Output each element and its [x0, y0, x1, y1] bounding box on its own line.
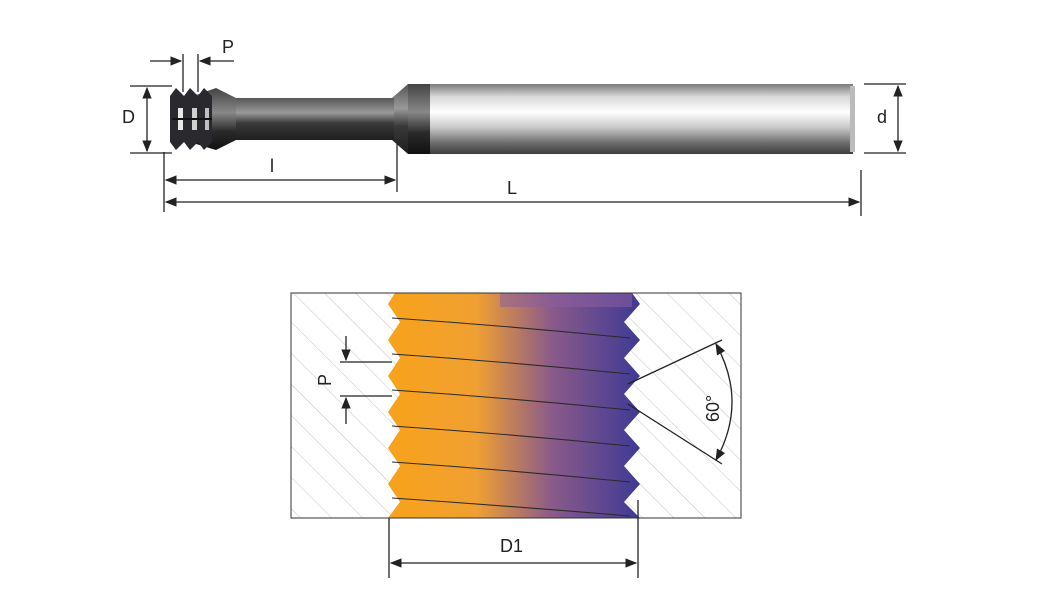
cutting-length-dimension	[163, 144, 398, 212]
tool-shank	[428, 84, 853, 154]
thread-mill-tool	[170, 84, 855, 154]
tool-cutting-teeth	[170, 88, 212, 150]
thread-section-border	[290, 292, 742, 519]
thread-angle-dimension	[627, 339, 733, 465]
thread-section	[290, 292, 742, 519]
overall-length-dimension	[164, 170, 862, 216]
thread-pitch-label: P	[315, 374, 335, 386]
thread-diameter-label: D1	[500, 536, 523, 556]
tool-pitch-dimension	[150, 54, 234, 92]
cutter-diameter-label: D	[122, 107, 135, 127]
shank-diameter-label: d	[877, 107, 887, 127]
thread-profile	[388, 293, 640, 518]
thread-diameter-dimension	[388, 500, 639, 578]
overall-length-label: L	[507, 178, 517, 198]
shank-diameter-dimension	[864, 83, 906, 154]
thread-angle-label: 60°	[703, 395, 723, 422]
thread-pitch-dimension	[340, 336, 392, 424]
cutter-diameter-dimension	[130, 85, 172, 154]
cutting-length-label: l	[270, 156, 274, 176]
tool-neck	[232, 98, 394, 140]
tool-pitch-label: P	[222, 37, 234, 57]
